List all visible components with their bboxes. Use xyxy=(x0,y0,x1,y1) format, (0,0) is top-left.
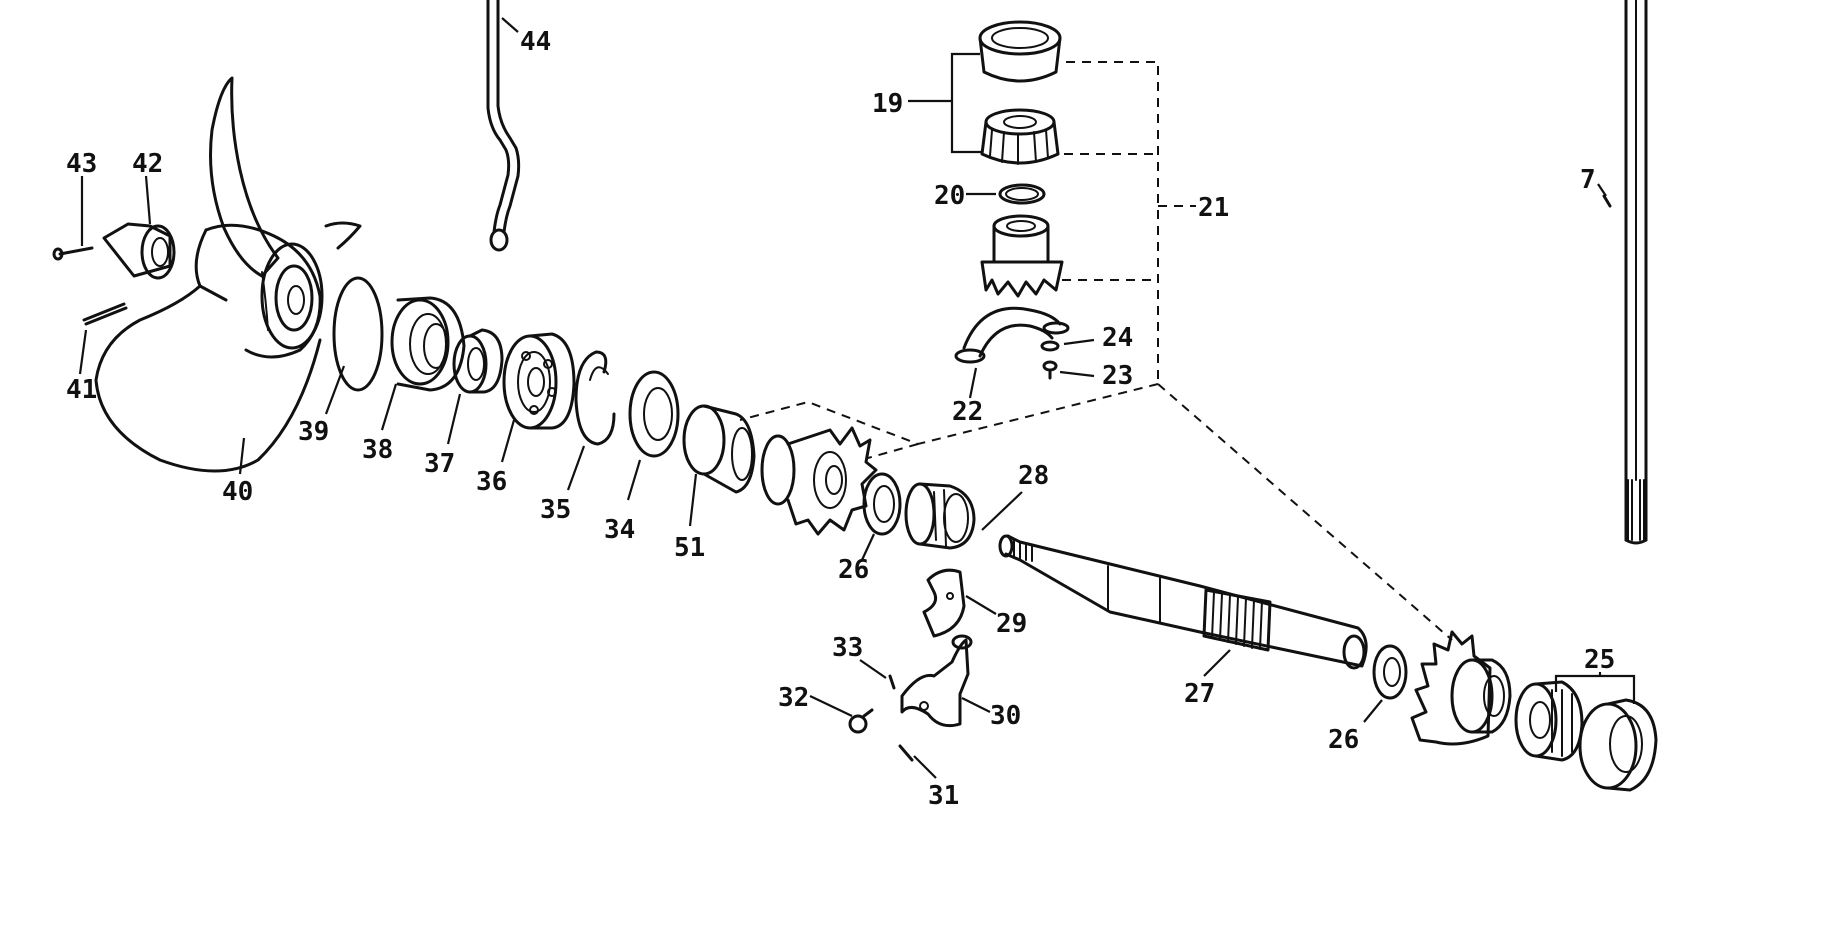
callout-41: 41 xyxy=(66,375,97,405)
part-27-propeller-shaft xyxy=(998,534,1368,670)
part-19-pinion-bearing xyxy=(978,20,1062,165)
part-40-propeller xyxy=(94,76,362,473)
part-51-sleeve xyxy=(682,404,756,494)
leader-24 xyxy=(1063,338,1095,346)
callout-38: 38 xyxy=(362,435,393,465)
leader-40 xyxy=(238,437,246,475)
leader-36 xyxy=(500,419,516,463)
part-34-washer xyxy=(628,370,680,458)
leader-22 xyxy=(968,367,978,399)
part-forward-gear xyxy=(760,426,878,536)
part-reverse-gear xyxy=(1410,630,1512,746)
leader-27 xyxy=(1203,649,1231,677)
dashed-group-21 xyxy=(1066,61,1159,384)
leader-26b xyxy=(1363,699,1383,723)
callout-22: 22 xyxy=(952,397,983,427)
part-35-snap-ring xyxy=(574,350,616,446)
part-37-bushing xyxy=(452,328,504,394)
callout-26b: 26 xyxy=(1328,725,1359,755)
callout-23: 23 xyxy=(1102,361,1133,391)
part-41-shear-pin xyxy=(82,302,128,326)
callout-20: 20 xyxy=(934,181,965,211)
snap-ring-inner xyxy=(589,366,609,381)
leader-42 xyxy=(144,175,152,225)
callout-36: 36 xyxy=(476,467,507,497)
part-23-screw xyxy=(1042,360,1058,380)
dashed-link-reverse xyxy=(867,443,919,459)
part-33-cotter-pin xyxy=(888,674,896,690)
callout-25: 25 xyxy=(1584,645,1615,675)
part-20-shim xyxy=(998,183,1046,205)
leader-41 xyxy=(78,329,88,375)
part-24-lockwasher xyxy=(1040,340,1060,352)
part-26-thrust-washer-rear xyxy=(1372,644,1408,700)
bracket-25 xyxy=(1554,674,1636,704)
callout-33: 33 xyxy=(832,633,863,663)
leader-38 xyxy=(380,383,398,431)
leader-44 xyxy=(501,17,519,33)
callout-39: 39 xyxy=(298,417,329,447)
callout-19: 19 xyxy=(872,89,903,119)
bracket-19 xyxy=(950,52,982,154)
part-43-cotter-pin xyxy=(52,246,94,261)
callout-44: 44 xyxy=(520,27,551,57)
part-39-o-ring xyxy=(332,276,384,392)
leader-51 xyxy=(688,473,698,527)
callout-51: 51 xyxy=(674,533,705,563)
leader-29 xyxy=(965,595,997,615)
leader-35 xyxy=(566,445,586,491)
callout-34: 34 xyxy=(604,515,635,545)
part-29-shift-cam xyxy=(922,568,966,638)
callout-35: 35 xyxy=(540,495,571,525)
part-30-shift-lever xyxy=(900,634,973,728)
part-25-bearing xyxy=(1514,680,1658,792)
part-pinion-gear xyxy=(980,214,1064,298)
part-44-shift-rod xyxy=(486,0,521,252)
part-28-clutch-dog xyxy=(904,482,976,550)
dashed-link-forward xyxy=(739,383,1159,446)
callout-27: 27 xyxy=(1184,679,1215,709)
leader-31 xyxy=(913,755,937,779)
callout-37: 37 xyxy=(424,449,455,479)
leader-7 xyxy=(1597,183,1607,197)
leader-23 xyxy=(1059,370,1095,378)
leader-37 xyxy=(446,393,462,445)
part-38-cap xyxy=(390,296,466,392)
callout-28: 28 xyxy=(1018,461,1049,491)
leader-30 xyxy=(961,697,991,713)
callout-30: 30 xyxy=(990,701,1021,731)
part-32-pivot-pin xyxy=(848,708,874,734)
callout-7: 7 xyxy=(1580,165,1596,195)
part-26-thrust-washer-front xyxy=(862,472,902,536)
callout-32: 32 xyxy=(778,683,809,713)
leader-32 xyxy=(809,695,853,717)
leader-34 xyxy=(626,459,642,501)
leader-39 xyxy=(324,365,346,415)
leader-26a xyxy=(861,533,875,561)
leader-33 xyxy=(859,659,887,679)
part-42-propeller-nut xyxy=(102,222,176,280)
leader-28 xyxy=(981,491,1023,531)
part-36-ball-bearing xyxy=(502,332,576,430)
callout-42: 42 xyxy=(132,149,163,179)
dashed-link-rear xyxy=(1157,383,1453,641)
part-31-pin xyxy=(898,744,914,762)
callout-24: 24 xyxy=(1102,323,1133,353)
part-7-drive-shaft xyxy=(1602,0,1648,545)
callout-21: 21 xyxy=(1198,193,1229,223)
callout-26a: 26 xyxy=(838,555,869,585)
callout-31: 31 xyxy=(928,781,959,811)
callout-43: 43 xyxy=(66,149,97,179)
part-22-retainer-strap xyxy=(954,306,1070,364)
callout-40: 40 xyxy=(222,477,253,507)
callout-29: 29 xyxy=(996,609,1027,639)
